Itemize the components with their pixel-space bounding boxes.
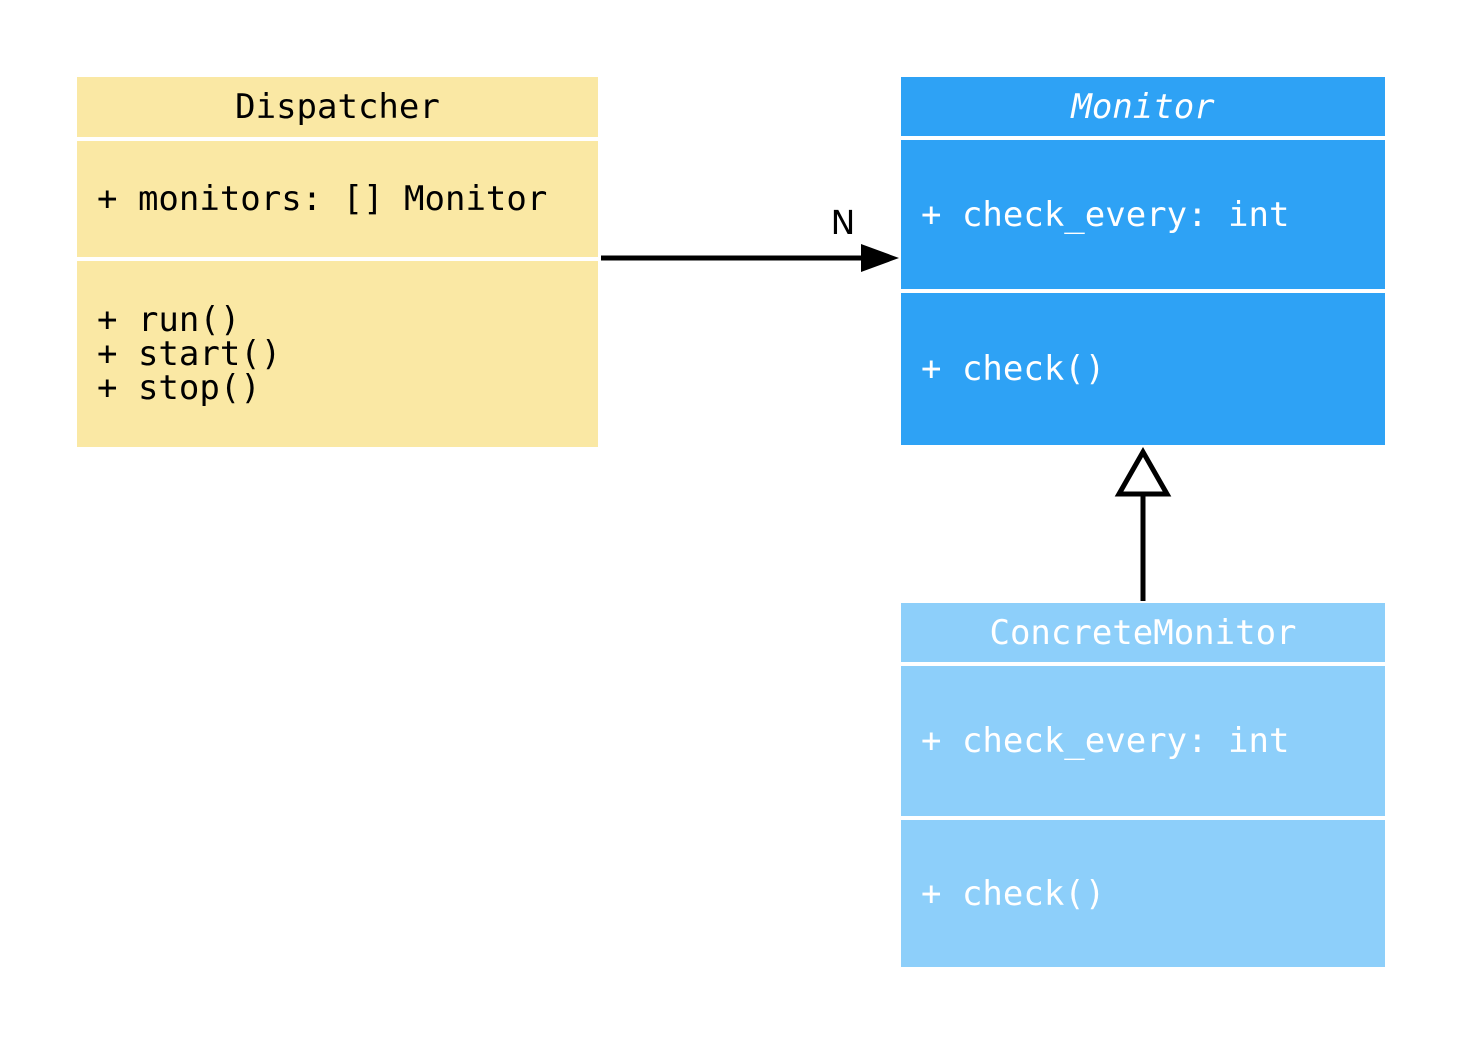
methods-section: + check() xyxy=(901,293,1385,445)
method-line: + start() xyxy=(97,334,282,374)
attribute-line: + monitors: [] Monitor xyxy=(97,179,548,219)
multiplicity-label: N xyxy=(830,203,856,242)
method-line: + run() xyxy=(97,300,241,340)
class-concrete-monitor: ConcreteMonitor + check_every: int + che… xyxy=(901,603,1385,967)
class-name-label: ConcreteMonitor xyxy=(989,612,1297,653)
class-title: Monitor xyxy=(901,77,1385,136)
methods-section: + run() + start() + stop() xyxy=(77,261,598,447)
class-dispatcher: Dispatcher + monitors: [] Monitor + run(… xyxy=(77,77,598,447)
class-name-label: Dispatcher xyxy=(235,87,440,127)
association-arrow xyxy=(601,244,899,272)
class-monitor: Monitor + check_every: int + check() xyxy=(901,77,1385,445)
attribute-line: + check_every: int xyxy=(921,194,1290,235)
attributes-section: + check_every: int xyxy=(901,140,1385,289)
class-title: Dispatcher xyxy=(77,77,598,137)
method-line: + check() xyxy=(921,349,1106,389)
filled-arrowhead-icon xyxy=(861,244,899,272)
attributes-section: + monitors: [] Monitor xyxy=(77,141,598,257)
class-title: ConcreteMonitor xyxy=(901,603,1385,662)
method-line: + stop() xyxy=(97,368,261,408)
method-line: + check() xyxy=(921,873,1106,914)
hollow-triangle-icon xyxy=(1114,446,1172,497)
attribute-line: + check_every: int xyxy=(921,721,1290,761)
generalization-arrow xyxy=(1114,446,1172,601)
attributes-section: + check_every: int xyxy=(901,666,1385,816)
methods-section: + check() xyxy=(901,820,1385,967)
class-name-label: Monitor xyxy=(1071,86,1215,127)
